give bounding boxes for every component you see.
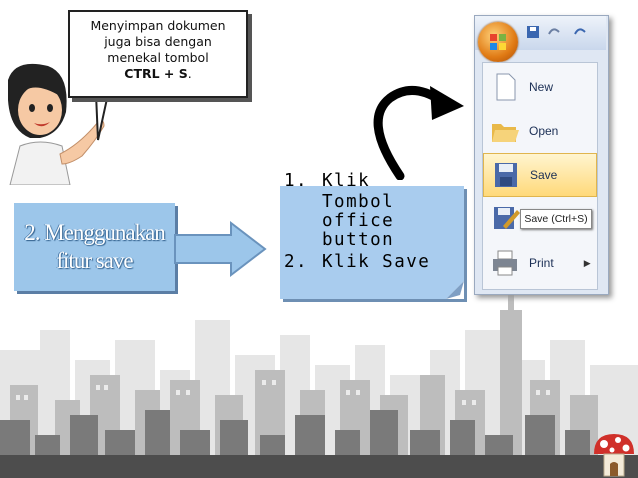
instruction-1-line-3: office [322,211,395,231]
menu-item-open[interactable]: Open [483,109,597,153]
step-title-line-2: fitur save [56,248,133,273]
instruction-1-line-2: Tombol [322,192,395,212]
instructions-box [280,186,464,299]
office-logo-icon [490,34,506,50]
step-title-box: 2. Menggunakan fitur save [14,203,175,291]
office-button[interactable] [478,22,518,62]
menu-item-save-as[interactable] [483,197,597,241]
floppy-disk-icon [495,163,517,187]
bubble-period: . [187,66,192,81]
menu-item-open-label: Open [529,124,559,138]
bubble-shortcut: CTRL + S [124,66,188,81]
open-folder-icon [492,124,519,142]
new-document-icon [496,73,516,101]
menu-item-new-label: New [529,80,554,94]
save-tooltip: Save (Ctrl+S) [520,209,592,229]
printer-icon [493,250,517,276]
woman-pointing-illustration [8,63,105,185]
instruction-item-1: 1. Klik Tombol office button [284,172,474,250]
speech-bubble: Menyimpan dokumen juga bisa dengan menek… [68,10,248,98]
instruction-number-1: 1. [284,171,309,191]
instruction-number-2: 2. [284,252,309,272]
instruction-item-2: 2. Klik Save [284,253,474,272]
bubble-line-2: juga bisa dengan [104,34,212,49]
menu-item-save[interactable]: Save [483,153,597,197]
instruction-1-line-1: Klik [322,171,371,191]
curved-arrow-icon [373,86,464,180]
page-fold-icon [446,281,464,299]
menu-item-print-label: Print [529,256,554,270]
menu-item-save-label: Save [530,168,558,182]
submenu-arrow-icon: ▶ [583,257,591,268]
menu-item-print[interactable]: Print ▶ [483,241,597,285]
instruction-2-line-1: Klik Save [322,252,431,272]
city-skyline-background [0,295,638,478]
bubble-line-4: CTRL + S. [74,66,242,82]
step-title-line-1: 2. Menggunakan [24,220,166,245]
bubble-line-1: Menyimpan dokumen [90,18,226,33]
step-title: 2. Menggunakan fitur save [24,219,166,275]
office-menu: New Open Save Print ▶ [482,62,598,290]
quick-access-icons [527,26,586,38]
bubble-line-3: menekal tombol [107,50,209,65]
menu-item-new[interactable]: New [483,65,597,109]
right-arrow-icon [174,221,267,277]
mushroom-house-icon [594,434,634,477]
instructions-list: 1. Klik Tombol office button 2. Klik Sav… [284,172,474,272]
speech-bubble-tail [94,94,110,141]
save-as-icon [494,207,520,229]
instruction-1-line-4: button [322,230,395,250]
